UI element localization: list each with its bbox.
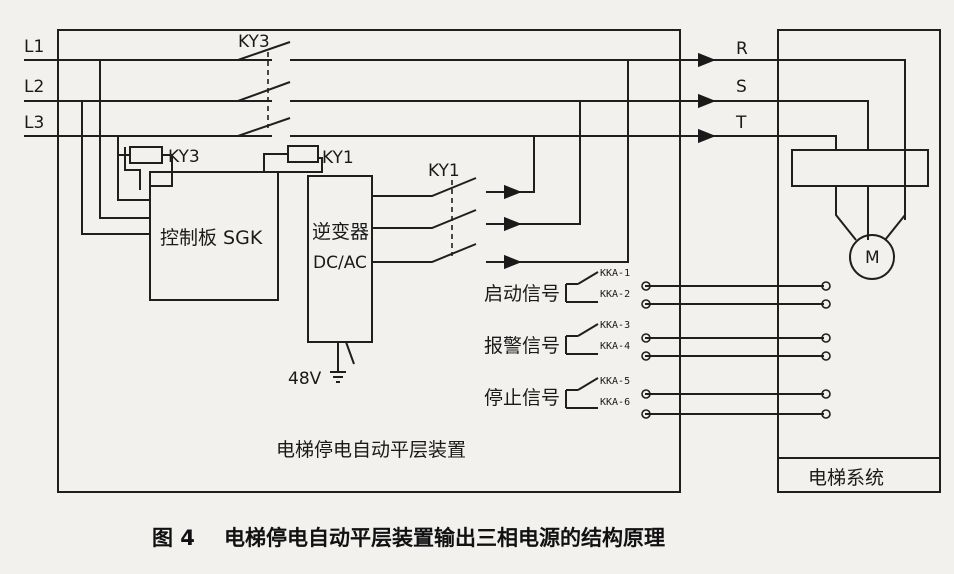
ky3-relay-coil (129, 146, 163, 164)
signal-group-start: 启动信号 KKA-1 KKA-2 (484, 268, 831, 309)
kka-4-label: KKA-4 (600, 341, 630, 352)
ky3-contact-label: KY3 (238, 32, 270, 52)
ky1-coil-wiring (263, 153, 323, 173)
l3-label: L3 (24, 113, 44, 133)
phase-r-label: R (736, 39, 748, 59)
system-box (777, 29, 941, 493)
phase-s-label: S (736, 77, 747, 97)
ky3-contacts (237, 41, 716, 144)
kka-2-label: KKA-2 (600, 289, 630, 300)
motor (849, 234, 895, 280)
ky1-relay-label: KY1 (322, 148, 354, 168)
kka-5-label: KKA-5 (600, 376, 630, 387)
board-feed-lines (81, 59, 173, 235)
ky1-contacts (372, 60, 629, 270)
signal-alarm-label: 报警信号 (484, 335, 560, 357)
kka-1-label: KKA-1 (600, 268, 630, 279)
elevator-supply (714, 59, 929, 241)
board-label: 控制板 SGK (160, 227, 263, 249)
system-title: 电梯系统 (808, 467, 884, 489)
control-board (149, 171, 279, 301)
signal-group-alarm: 报警信号 KKA-3 KKA-4 (484, 320, 831, 361)
l2-label: L2 (24, 77, 44, 97)
inverter-label-2: DC/AC (313, 253, 367, 273)
device-box (57, 29, 681, 493)
drive-unit (791, 149, 929, 187)
signal-stop-label: 停止信号 (484, 387, 560, 409)
ky1-contact-label: KY1 (428, 161, 460, 181)
battery (330, 341, 355, 383)
signal-group-stop: 停止信号 KKA-5 KKA-6 (484, 376, 831, 419)
motor-label: M (865, 248, 880, 268)
inverter-label-1: 逆变器 (312, 221, 369, 243)
inverter (307, 175, 373, 343)
ky1-relay-coil (287, 145, 319, 163)
ky3-relay-label: KY3 (168, 147, 200, 167)
kka-3-label: KKA-3 (600, 320, 630, 331)
figure-number: 图 4 (152, 526, 195, 550)
battery-label: 48V (288, 369, 322, 389)
figure-caption: 电梯停电自动平层装置输出三相电源的结构原理 (224, 526, 665, 550)
kka-6-label: KKA-6 (600, 397, 630, 408)
phase-t-label: T (735, 113, 747, 133)
supply-lines (24, 59, 272, 137)
device-title: 电梯停电自动平层装置 (276, 439, 466, 461)
l1-label: L1 (24, 37, 44, 57)
signal-start-label: 启动信号 (484, 283, 560, 305)
